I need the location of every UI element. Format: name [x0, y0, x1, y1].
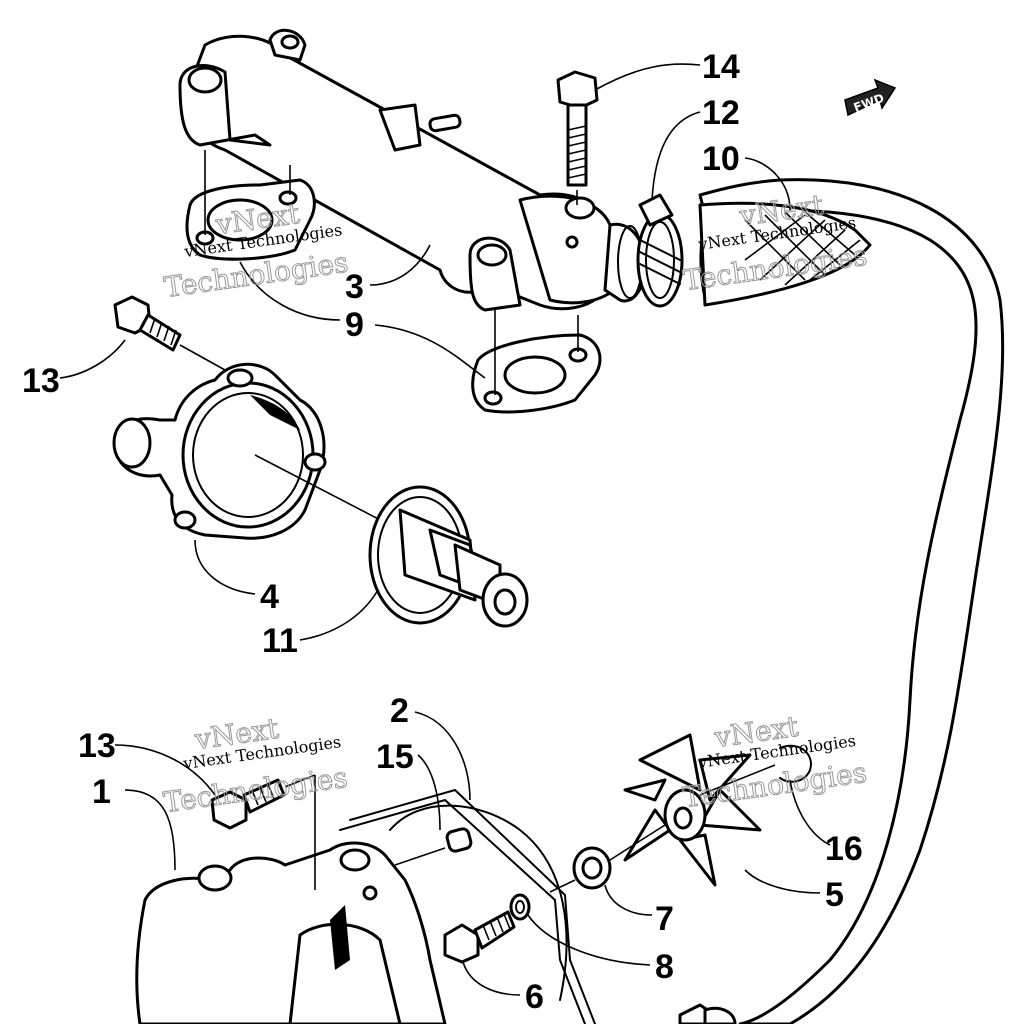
callout-12: 12: [702, 94, 740, 132]
seal-part-7: [549, 846, 612, 893]
thermostat-part-11: [368, 485, 529, 628]
callout-15: 15: [376, 738, 414, 776]
bolt-part-13-lower: [210, 774, 316, 890]
pump-housing-part-1: [135, 788, 596, 1024]
callout-8: 8: [655, 948, 674, 986]
watermark-3: vNext Technologies Technologies vNext: [161, 711, 350, 819]
gasket-part-9-lower: [471, 333, 602, 414]
callout-2: 2: [390, 692, 409, 730]
hose-part-10: [698, 178, 1005, 1024]
dowel-pin-part-15: [394, 827, 473, 866]
fitting-bottom: [678, 1003, 737, 1024]
callout-5: 5: [825, 876, 844, 914]
watermark-1: vNext Technologies Technologies vNext: [162, 196, 351, 304]
hose-crosshatch: [744, 211, 861, 286]
callout-4: 4: [260, 578, 279, 616]
impeller-part-5: [609, 733, 762, 887]
callout-7: 7: [655, 900, 674, 938]
callout-10: 10: [702, 140, 740, 178]
callout-6: 6: [525, 978, 544, 1016]
fwd-text: FWD: [852, 91, 886, 115]
leader-lines: [59, 63, 831, 996]
pump-gasket-part-2: [389, 804, 568, 1001]
thermostat-cover-part-4: [112, 362, 327, 540]
callout-13-upper: 13: [22, 362, 60, 400]
callout-11: 11: [262, 622, 298, 660]
gasket-part-9-upper: [185, 178, 316, 261]
callout-16: 16: [825, 830, 863, 868]
bolt-part-14: [556, 70, 599, 205]
callout-13-lower: 13: [78, 727, 116, 765]
callout-1: 1: [92, 773, 111, 811]
callout-14: 14: [702, 48, 740, 86]
bolt-part-13-upper: [113, 295, 226, 371]
fwd-direction-badge: FWD: [844, 78, 897, 117]
thermostat-pipe-part-3: [178, 29, 647, 312]
washer-part-8: [509, 893, 531, 921]
watermark-4: vNext Technologies Technologies vNext: [680, 709, 869, 814]
callout-3: 3: [345, 268, 364, 306]
bolt-part-6: [443, 910, 516, 964]
hose-clamp-part-12: [636, 193, 684, 308]
callout-labels: 14 12 10 3 9 13 4 11 2 15 13 1 16 5 7 8 …: [22, 48, 863, 1016]
callout-9: 9: [345, 306, 364, 344]
